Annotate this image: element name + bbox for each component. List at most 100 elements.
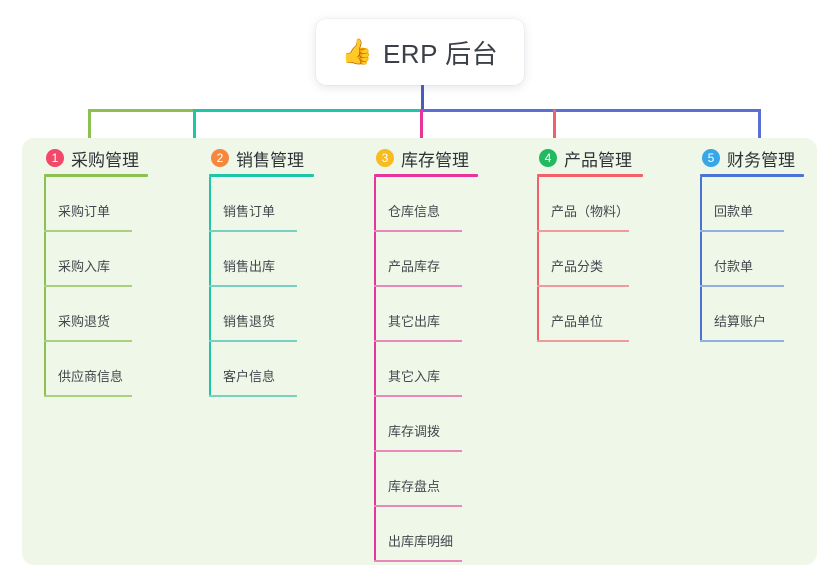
branch-item-rule (374, 450, 462, 452)
bar-segment-3 (420, 109, 761, 112)
branch-item[interactable]: 销售订单 (209, 177, 314, 232)
branch-item-label: 采购入库 (58, 259, 111, 274)
root-node-label: ERP 后台 (382, 38, 499, 69)
branch-item[interactable]: 产品单位 (537, 287, 643, 342)
branch-stem (374, 177, 376, 562)
branch-item-rule (537, 285, 629, 287)
branch-item-label: 结算账户 (714, 314, 767, 329)
branch-item-label: 出库库明细 (388, 534, 454, 549)
branch-item-rule (209, 285, 297, 287)
branch-title: 库存管理 (401, 150, 469, 170)
branch-item[interactable]: 销售退货 (209, 287, 314, 342)
branch-title: 销售管理 (236, 150, 304, 170)
branch-item-label: 销售订单 (223, 204, 276, 219)
branch-item-rule (700, 285, 784, 287)
branch-item-rule (537, 340, 629, 342)
branch-item[interactable]: 产品（物料） (537, 177, 643, 232)
branch-item-rule (374, 285, 462, 287)
branch-item-label: 销售出库 (223, 259, 276, 274)
branch-item-label: 产品（物料） (551, 204, 630, 219)
branch-header-rule (374, 174, 478, 177)
branch-item[interactable]: 产品分类 (537, 232, 643, 287)
branch-item[interactable]: 库存调拨 (374, 397, 478, 452)
branch-item[interactable]: 付款单 (700, 232, 804, 287)
branch-item-label: 产品库存 (388, 259, 441, 274)
branch-item-rule (537, 230, 629, 232)
branch-item[interactable]: 采购退货 (44, 287, 148, 342)
branch-item[interactable]: 其它出库 (374, 287, 478, 342)
branch-item[interactable]: 出库库明细 (374, 507, 478, 562)
branch-item-label: 采购订单 (58, 204, 111, 219)
branch-item[interactable]: 仓库信息 (374, 177, 478, 232)
branch-item[interactable]: 供应商信息 (44, 342, 148, 397)
branch-item-rule (44, 340, 132, 342)
branch-item-rule (374, 560, 462, 562)
trunk-vertical (421, 85, 424, 111)
branch-item-label: 销售退货 (223, 314, 276, 329)
branch-item-label: 回款单 (714, 204, 754, 219)
branch-item-label: 产品单位 (551, 314, 604, 329)
branch-header-rule (209, 174, 314, 177)
branch-item-rule (209, 230, 297, 232)
branch-stem (44, 177, 46, 397)
branch-header-rule (537, 174, 643, 177)
branch-item-rule (374, 340, 462, 342)
branch-item[interactable]: 结算账户 (700, 287, 804, 342)
branch-column-2: 2 销售管理销售订单销售出库销售退货客户信息 (209, 146, 314, 397)
branch-item[interactable]: 采购入库 (44, 232, 148, 287)
drop-column-4 (553, 109, 556, 141)
branch-item-label: 付款单 (714, 259, 754, 274)
branch-item-label: 仓库信息 (388, 204, 441, 219)
branch-item-label: 库存盘点 (388, 479, 441, 494)
branch-item-rule (700, 340, 784, 342)
branch-item-list: 产品（物料） 产品分类产品单位 (537, 177, 643, 342)
branch-item-list: 仓库信息产品库存其它出库其它入库库存调拨库存盘点出库库明细 (374, 177, 478, 562)
branch-number-badge: 2 (211, 149, 229, 167)
branch-header-rule (44, 174, 148, 177)
branch-item-rule (374, 230, 462, 232)
branch-item-rule (209, 395, 297, 397)
branch-item[interactable]: 客户信息 (209, 342, 314, 397)
bar-segment-1 (88, 109, 195, 112)
drop-column-2 (193, 109, 196, 141)
drop-column-5 (758, 109, 761, 141)
branch-header-rule (700, 174, 804, 177)
branch-item-label: 供应商信息 (58, 369, 124, 384)
branch-stem (209, 177, 211, 397)
branch-item-rule (209, 340, 297, 342)
branch-item[interactable]: 销售出库 (209, 232, 314, 287)
branch-item[interactable]: 采购订单 (44, 177, 148, 232)
root-node-erp-backend[interactable]: 👍 ERP 后台 (316, 19, 524, 85)
branch-item-label: 其它出库 (388, 314, 441, 329)
branch-item[interactable]: 其它入库 (374, 342, 478, 397)
branch-item-rule (44, 230, 132, 232)
branch-item-list: 采购订单采购入库采购退货供应商信息 (44, 177, 148, 397)
branch-item-label: 客户信息 (223, 369, 276, 384)
branch-item-rule (374, 505, 462, 507)
thumbs-up-emoji: 👍 (341, 37, 373, 66)
branch-item[interactable]: 回款单 (700, 177, 804, 232)
branch-item[interactable]: 库存盘点 (374, 452, 478, 507)
branch-item-label: 其它入库 (388, 369, 441, 384)
branch-item-list: 销售订单销售出库销售退货客户信息 (209, 177, 314, 397)
branch-panel (22, 138, 817, 565)
branch-item-rule (44, 395, 132, 397)
bar-segment-2 (193, 109, 422, 112)
branch-item-label: 产品分类 (551, 259, 604, 274)
branch-title: 产品管理 (564, 150, 632, 170)
branch-item[interactable]: 产品库存 (374, 232, 478, 287)
branch-title: 财务管理 (727, 150, 795, 170)
branch-number-badge: 1 (46, 149, 64, 167)
drop-column-1 (88, 109, 91, 141)
branch-item-label: 库存调拨 (388, 424, 441, 439)
branch-header-2[interactable]: 2 销售管理 (209, 146, 314, 170)
